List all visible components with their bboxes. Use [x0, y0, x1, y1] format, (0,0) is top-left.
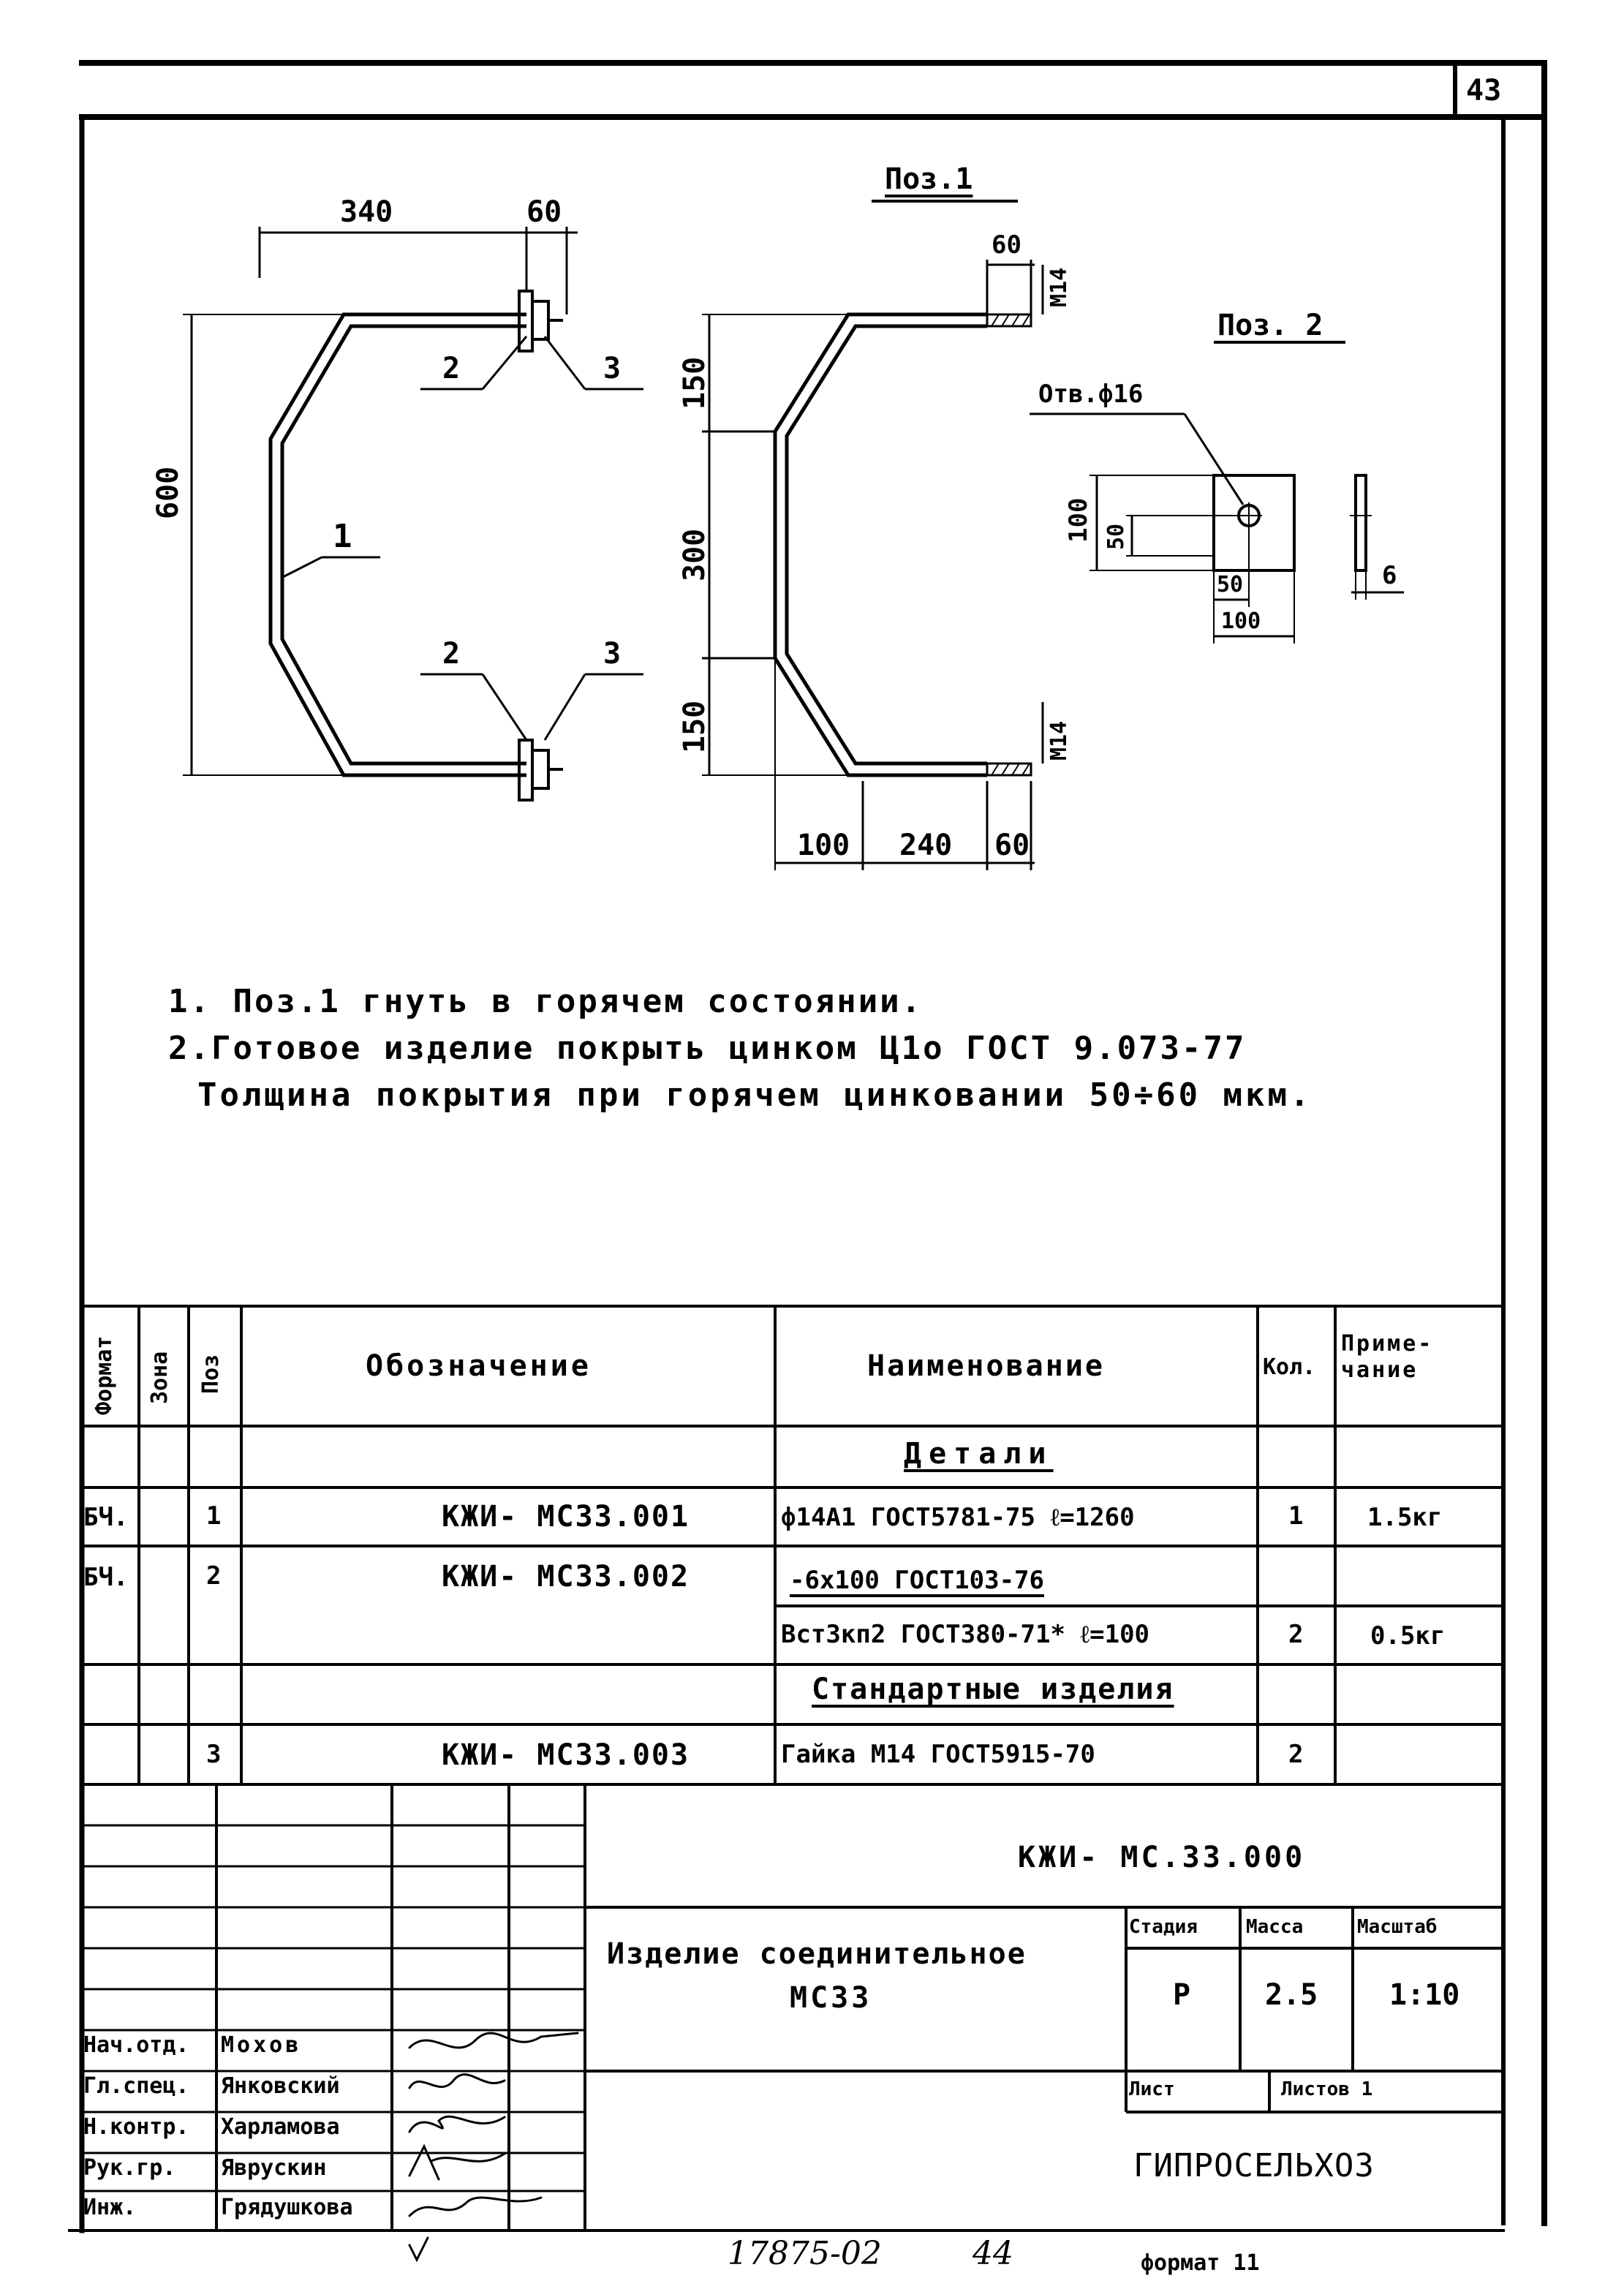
scale-label: Масштаб	[1357, 1916, 1438, 1938]
header-name: Наименование	[867, 1349, 1105, 1383]
mass-value: 2.5	[1265, 1978, 1318, 2012]
signer-role-2: Гл.спец.	[83, 2073, 189, 2099]
pos1-title: Поз.1	[885, 162, 973, 196]
mass-label: Масса	[1246, 1916, 1304, 1938]
signer-name-4: Яврускин	[221, 2155, 327, 2181]
pos1-dim-60-bottom: 60	[994, 829, 1030, 862]
row2-qty: 2	[1288, 1620, 1304, 1649]
pos1-dim-240: 240	[899, 829, 953, 862]
organization: ГИПРОСЕЛЬХОЗ	[1133, 2147, 1375, 2184]
product-name-2: МС33	[790, 1981, 872, 2015]
note-2: 2.Готовое изделие покрыть цинком Ц1о ГОС…	[168, 1030, 1247, 1067]
signer-name-2: Янковский	[221, 2073, 340, 2099]
row2-designation: КЖИ- МС33.002	[442, 1560, 690, 1594]
stage-label: Стадия	[1129, 1916, 1198, 1938]
row2-name2: Вст3кп2 ГОСТ380-71* ℓ=100	[781, 1620, 1150, 1649]
scale-value: 1:10	[1389, 1978, 1460, 2012]
section-details: Детали	[904, 1437, 1054, 1471]
signer-role-5: Инж.	[83, 2195, 137, 2220]
row1-name: ф14А1 ГОСТ5781-75 ℓ=1260	[781, 1503, 1135, 1532]
pos1-dim-100: 100	[797, 829, 850, 862]
pos2-dim-50-h: 50	[1217, 572, 1244, 597]
row1-format: БЧ.	[83, 1503, 129, 1532]
format-label: формат 11	[1141, 2250, 1260, 2276]
doc-code: КЖИ- МС.33.000	[1018, 1841, 1306, 1874]
row1-designation: КЖИ- МС33.001	[442, 1500, 690, 1534]
row1-note: 1.5кг	[1367, 1503, 1443, 1532]
leader-label-2-bottom: 2	[442, 637, 461, 671]
sheet-label: Лист	[1129, 2078, 1175, 2100]
pos1-dim-60-top: 60	[992, 230, 1021, 260]
row1-pos: 1	[206, 1501, 222, 1531]
note-3: Толщина покрытия при горячем цинковании …	[197, 1076, 1313, 1114]
row3-name: Гайка М14 ГОСТ5915-70	[781, 1740, 1095, 1769]
signer-name-1: Мохов	[221, 2032, 302, 2058]
signer-role-4: Рук.гр.	[83, 2155, 176, 2181]
row3-pos: 3	[206, 1740, 222, 1769]
signer-role-3: Н.контр.	[83, 2114, 189, 2140]
section-standard: Стандартные изделия	[812, 1673, 1174, 1706]
sheets-label: Листов 1	[1281, 2078, 1373, 2100]
page-number: 43	[1466, 74, 1502, 108]
pos2-dim-100-h: 100	[1221, 608, 1261, 634]
row3-qty: 2	[1288, 1740, 1304, 1769]
signer-name-5: Грядушкова	[221, 2195, 353, 2220]
bottom-number: 44	[972, 2235, 1013, 2272]
pos2-title: Поз. 2	[1217, 309, 1323, 342]
product-name-1: Изделие соединительное	[607, 1937, 1027, 1971]
row2-note: 0.5кг	[1370, 1621, 1446, 1651]
pos2-hole-label: Отв.ф16	[1038, 380, 1144, 409]
row3-designation: КЖИ- МС33.003	[442, 1738, 690, 1772]
dim-60-top: 60	[526, 195, 562, 229]
bottom-code: 17875-02	[728, 2235, 882, 2272]
signer-name-3: Харламова	[221, 2114, 340, 2140]
leader-label-1: 1	[333, 518, 352, 555]
row2-format: БЧ.	[83, 1563, 129, 1592]
leader-label-3-bottom: 3	[603, 637, 622, 671]
signer-role-1: Нач.отд.	[83, 2032, 189, 2058]
leader-label-3-top: 3	[603, 352, 622, 385]
note-1: 1. Поз.1 гнуть в горячем состоянии.	[168, 983, 924, 1020]
stage-value: Р	[1173, 1978, 1191, 2012]
pos2-dim-thickness: 6	[1382, 561, 1397, 590]
leader-label-2-top: 2	[442, 352, 461, 385]
dim-340: 340	[340, 195, 393, 229]
header-designation: Обозначение	[366, 1349, 592, 1383]
row2-name: -6х100 ГОСТ103-76	[790, 1566, 1044, 1595]
header-qty: Кол.	[1263, 1354, 1316, 1380]
row1-qty: 1	[1288, 1501, 1304, 1531]
header-note: Приме-чание	[1341, 1331, 1434, 1383]
row2-pos: 2	[206, 1561, 222, 1591]
